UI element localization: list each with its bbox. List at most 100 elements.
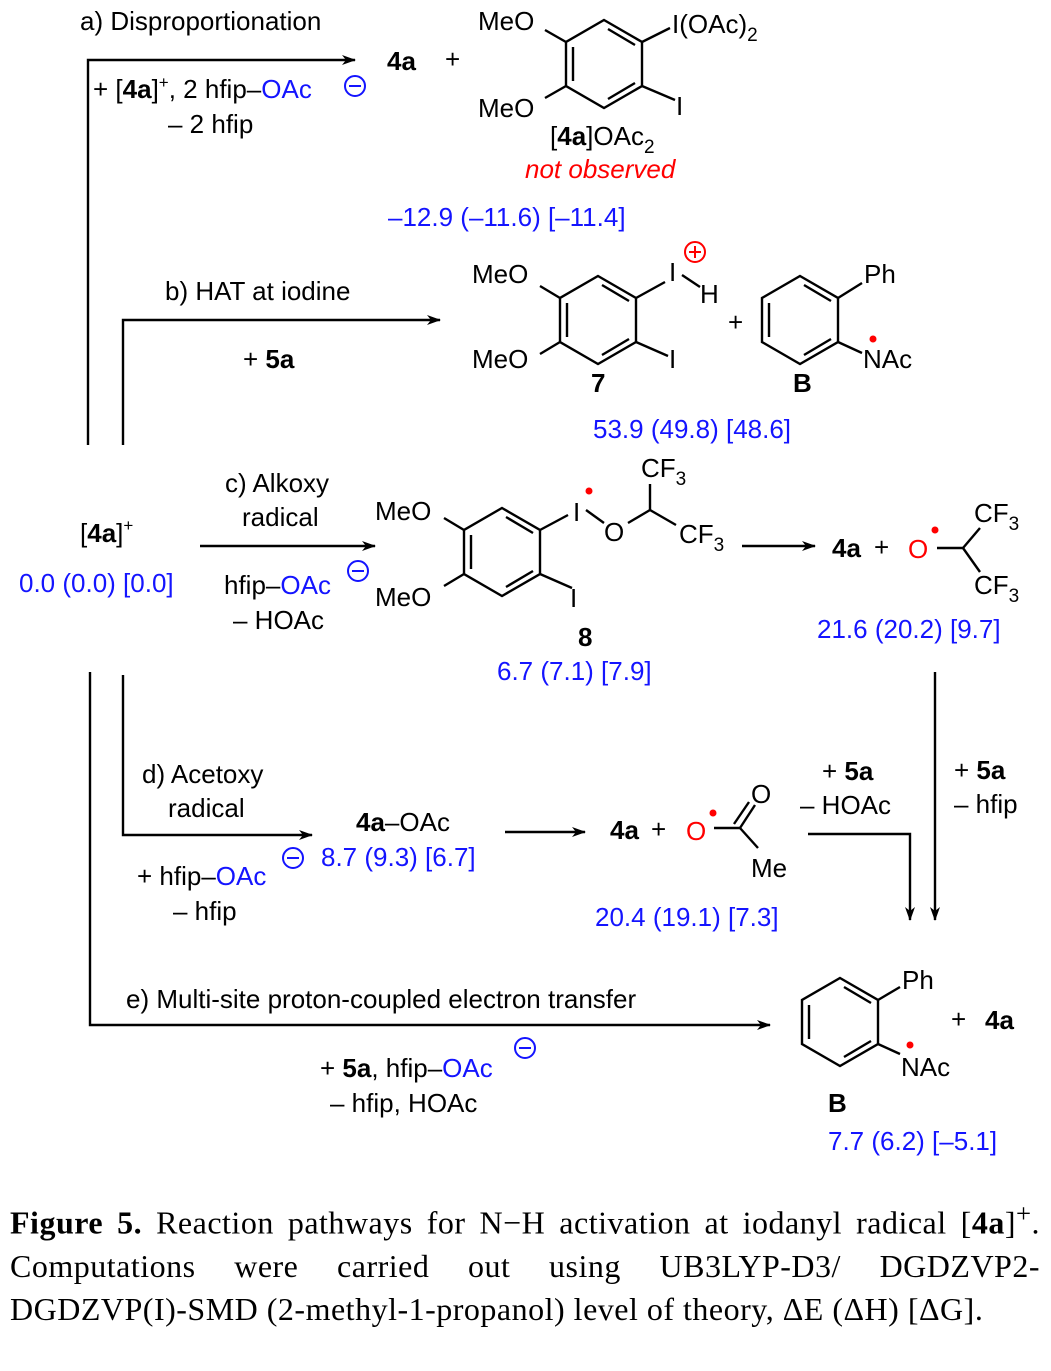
cf3-label: CF3 xyxy=(679,519,724,556)
oxygen-label: O xyxy=(751,779,771,809)
pathway-e-minus: – hfip, HOAc xyxy=(330,1088,477,1118)
pathway-c-step-reagent: + 5a xyxy=(954,755,1006,785)
hydrogen-label: H xyxy=(700,279,719,309)
methyl-label: Me xyxy=(751,853,787,883)
product-4a: 4a xyxy=(985,1005,1014,1035)
meo-label: MeO xyxy=(478,6,534,36)
energy-c-product: 21.6 (20.2) [9.7] xyxy=(817,614,1001,644)
pathway-b: b) HAT at iodine + 5a MeO MeO I H I 7 + xyxy=(165,241,912,444)
aryl-ring-B xyxy=(760,274,863,366)
aryl-ring-4aOAc2 xyxy=(544,18,676,110)
nac-label: NAc xyxy=(863,344,912,374)
cf3-label: CF3 xyxy=(974,498,1019,535)
pathway-c-reagent: hfip–OAc xyxy=(224,570,331,600)
acetate-anion-icon xyxy=(514,1037,536,1059)
energy-b: 53.9 (49.8) [48.6] xyxy=(593,414,791,444)
start-energy: 0.0 (0.0) [0.0] xyxy=(19,568,174,598)
pathway-e-reagent: + 5a, hfip–OAc xyxy=(320,1053,493,1083)
aryl-ring-final-B xyxy=(800,976,901,1068)
plus-sign: + xyxy=(728,307,743,337)
energy-8: 6.7 (7.1) [7.9] xyxy=(497,656,652,686)
figure-label: Figure 5. xyxy=(10,1204,143,1241)
meo-label: MeO xyxy=(472,259,528,289)
caption-text: . Computations were carried out using UB… xyxy=(10,1204,1041,1327)
arrow-d xyxy=(121,675,313,840)
phenyl-label: Ph xyxy=(864,259,896,289)
pathway-c: c) Alkoxy radical hfip–OAc – HOAc MeO Me… xyxy=(224,453,1019,819)
acetate-anion-icon xyxy=(282,847,304,869)
oxygen-radical-label: O xyxy=(908,534,928,564)
pathway-a-label: a) Disproportionation xyxy=(80,6,321,36)
iodo-label: I xyxy=(573,497,580,527)
pathway-d-reagent: + hfip–OAc xyxy=(137,861,266,891)
plus-sign: + xyxy=(874,532,889,562)
energy-final: 7.7 (6.2) [–5.1] xyxy=(828,1126,997,1156)
compound-b-label: B xyxy=(828,1088,847,1118)
product-4a: 4a xyxy=(387,46,416,76)
iodo-label: I xyxy=(570,583,577,613)
caption-text: Reaction pathways for N−H activation at … xyxy=(142,1204,972,1241)
positive-charge-icon xyxy=(684,241,706,263)
pathway-c-step-minus: – hfip xyxy=(954,789,1018,819)
compound-7-label: 7 xyxy=(591,368,605,398)
acetoxy-bonds xyxy=(714,801,759,849)
arrow-d3 xyxy=(808,832,915,921)
start-name: [4a]+ xyxy=(80,516,133,548)
radical-dot-icon xyxy=(869,335,877,343)
iodo-label: I xyxy=(669,257,676,287)
cf3-label: CF3 xyxy=(974,570,1019,607)
pathway-d-minus: – hfip xyxy=(173,896,237,926)
energy-a: –12.9 (–11.6) [–11.4] xyxy=(388,202,626,232)
nac-label: NAc xyxy=(901,1052,950,1082)
arrows xyxy=(86,55,940,1030)
pathway-b-reagent: + 5a xyxy=(243,344,295,374)
caption-compound: 4a xyxy=(971,1204,1005,1241)
arrow-e xyxy=(88,672,771,1030)
figure-caption: Figure 5. Reaction pathways for N−H acti… xyxy=(10,1192,1040,1331)
arrow-a xyxy=(86,55,356,445)
pathway-e-label: e) Multi-site proton-coupled electron tr… xyxy=(126,984,636,1014)
not-observed-label: not observed xyxy=(525,154,677,184)
phenyl-label: Ph xyxy=(902,965,934,995)
aryl-ring-7 xyxy=(539,274,701,366)
plus-sign: + xyxy=(445,44,460,74)
iodo-label: I xyxy=(669,344,676,374)
oxygen-label: O xyxy=(604,517,624,547)
acetate-anion-icon xyxy=(347,560,369,582)
energy-d-intermediate: 8.7 (9.3) [6.7] xyxy=(321,842,476,872)
iodo-label: I xyxy=(676,91,683,121)
iodine-diacetate-label: I(OAc)2 xyxy=(672,9,758,46)
cf3-label: CF3 xyxy=(641,453,686,490)
pathway-a-minus: – 2 hfip xyxy=(168,109,253,139)
reaction-diagram: a) Disproportionation + [4a]+, 2 hfip–OA… xyxy=(19,6,1019,1156)
plus-sign: + xyxy=(651,814,666,844)
acetate-anion-icon xyxy=(344,75,366,97)
product-4a: 4a xyxy=(832,533,861,563)
meo-label: MeO xyxy=(375,582,431,612)
caption-sup: + xyxy=(1015,1198,1032,1228)
compound-8-label: 8 xyxy=(578,622,592,652)
pathway-c-label: radical xyxy=(242,502,319,532)
compound-b-label: B xyxy=(793,368,812,398)
meo-label: MeO xyxy=(375,496,431,526)
radical-dot-icon xyxy=(931,526,939,534)
arrow-b xyxy=(121,315,441,445)
final-product: Ph NAc + 4a B 7.7 (6.2) [–5.1] xyxy=(800,965,1014,1156)
intermediate-4a-oac: 4a–OAc xyxy=(356,807,450,837)
pathway-d-step-minus: – HOAc xyxy=(800,790,891,820)
pathway-c-label: c) Alkoxy xyxy=(225,468,329,498)
pathway-a-reagents: + [4a]+, 2 hfip–OAc xyxy=(93,73,312,104)
compound-name-4aOAc2: [4a]OAc2 xyxy=(550,121,655,158)
pathway-b-label: b) HAT at iodine xyxy=(165,276,350,306)
radical-dot-icon xyxy=(709,809,717,817)
alkoxy-bonds xyxy=(937,527,981,573)
pathway-d-label: radical xyxy=(168,793,245,823)
pathway-c-minus: – HOAc xyxy=(233,605,324,635)
meo-label: MeO xyxy=(478,93,534,123)
pathway-e: e) Multi-site proton-coupled electron tr… xyxy=(126,984,636,1118)
pathway-d-step-reagent: + 5a xyxy=(822,756,874,786)
caption-text: ] xyxy=(1004,1204,1016,1241)
pathway-a: a) Disproportionation + [4a]+, 2 hfip–OA… xyxy=(80,6,758,232)
radical-dot-icon xyxy=(906,1041,914,1049)
aryl-ring-8 xyxy=(443,484,677,598)
